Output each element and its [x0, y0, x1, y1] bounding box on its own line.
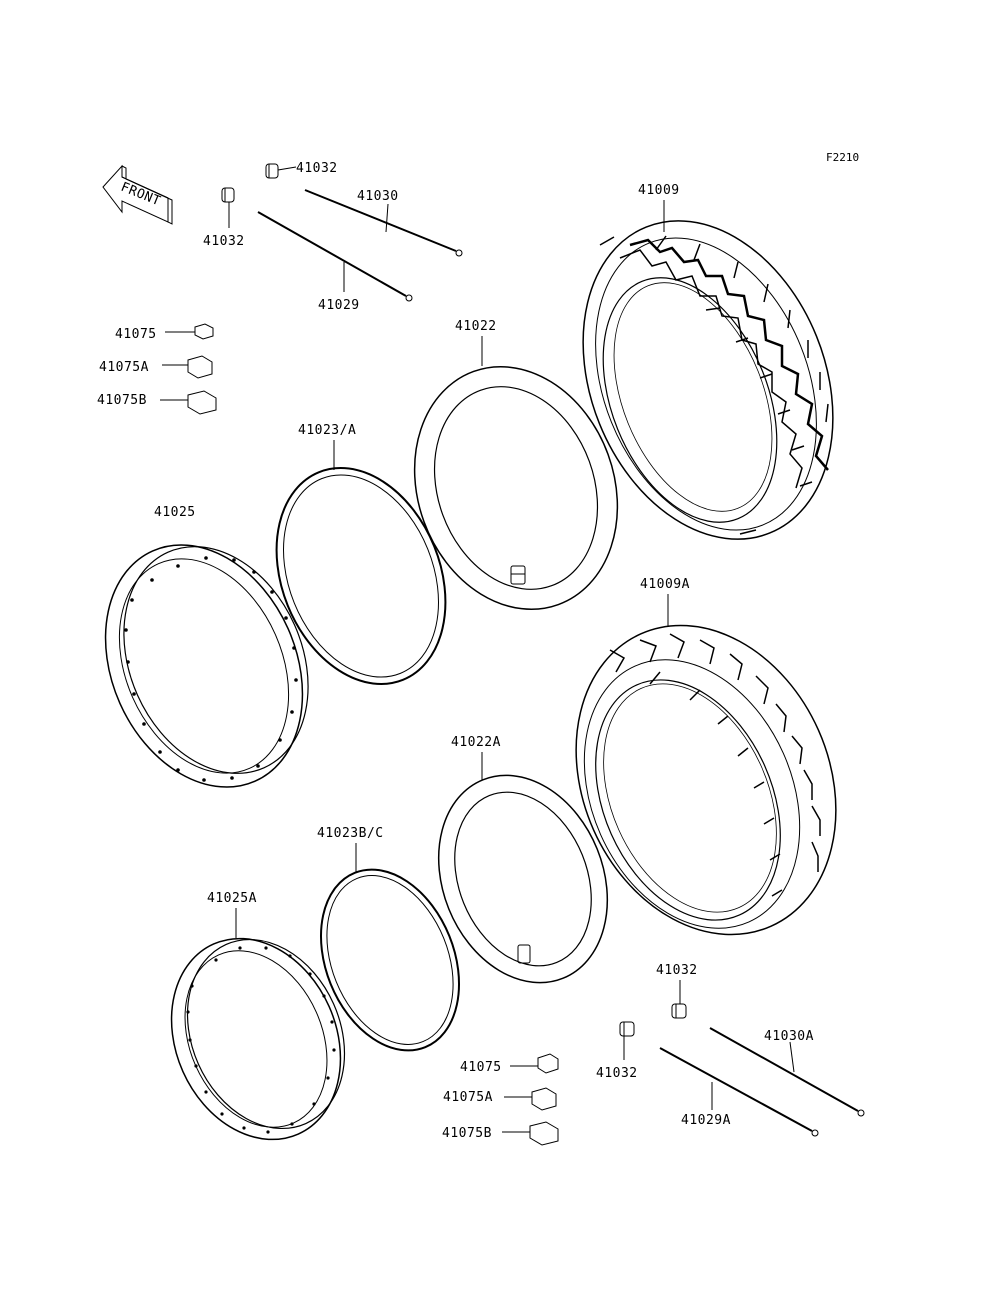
rim-band-icon	[319, 868, 461, 1052]
rear-rim-icon	[170, 937, 346, 1141]
part-label-41029: 41029	[318, 298, 360, 313]
figure-code: F2210	[826, 151, 859, 164]
valve-cap-icon	[619, 1021, 635, 1037]
part-label-41075: 41075	[115, 327, 157, 342]
part-label-41075A: 41075A	[99, 360, 149, 375]
spoke-icon	[304, 189, 463, 257]
rim-band-icon	[275, 467, 447, 685]
part-label-41032-d: 41032	[596, 1066, 638, 1081]
front-rim-icon	[104, 544, 309, 788]
front-label: FRONT	[119, 180, 163, 210]
part-label-41030: 41030	[357, 189, 399, 204]
part-label-41030A: 41030A	[764, 1029, 814, 1044]
part-label-41023A: 41023/A	[298, 423, 356, 438]
spoke-icon	[659, 1047, 819, 1137]
part-label-41075-2: 41075	[460, 1060, 502, 1075]
front-tire-icon	[582, 220, 834, 540]
part-label-41022: 41022	[455, 319, 497, 334]
bolt-icon	[537, 1053, 559, 1074]
spoke-icon	[709, 1027, 865, 1117]
part-label-41022A: 41022A	[451, 735, 501, 750]
front-arrow-icon: FRONT	[102, 164, 173, 225]
part-label-41025A: 41025A	[207, 891, 257, 906]
valve-cap-icon	[221, 187, 235, 228]
bolt-icon	[529, 1121, 559, 1146]
part-label-41075B: 41075B	[97, 393, 147, 408]
part-label-41032-c: 41032	[656, 963, 698, 978]
part-label-41009A: 41009A	[640, 577, 690, 592]
part-label-41032-b: 41032	[203, 234, 245, 249]
part-label-41032-a: 41032	[296, 161, 338, 176]
part-label-41075A-2: 41075A	[443, 1090, 493, 1105]
inner-tube-icon	[437, 774, 609, 984]
part-label-41009: 41009	[638, 183, 680, 198]
part-label-41023BC: 41023B/C	[317, 826, 384, 841]
inner-tube-icon	[413, 366, 619, 610]
part-label-41025: 41025	[154, 505, 196, 520]
spoke-icon	[257, 211, 413, 302]
bolt-icon	[187, 390, 217, 415]
bolt-icon	[187, 355, 213, 379]
part-label-41075B-2: 41075B	[442, 1126, 492, 1141]
rear-tire-icon	[575, 624, 837, 936]
part-label-41029A: 41029A	[681, 1113, 731, 1128]
valve-cap-icon	[265, 163, 297, 179]
bolt-icon	[531, 1087, 557, 1111]
bolt-icon	[194, 323, 214, 340]
valve-cap-icon	[671, 1003, 687, 1019]
